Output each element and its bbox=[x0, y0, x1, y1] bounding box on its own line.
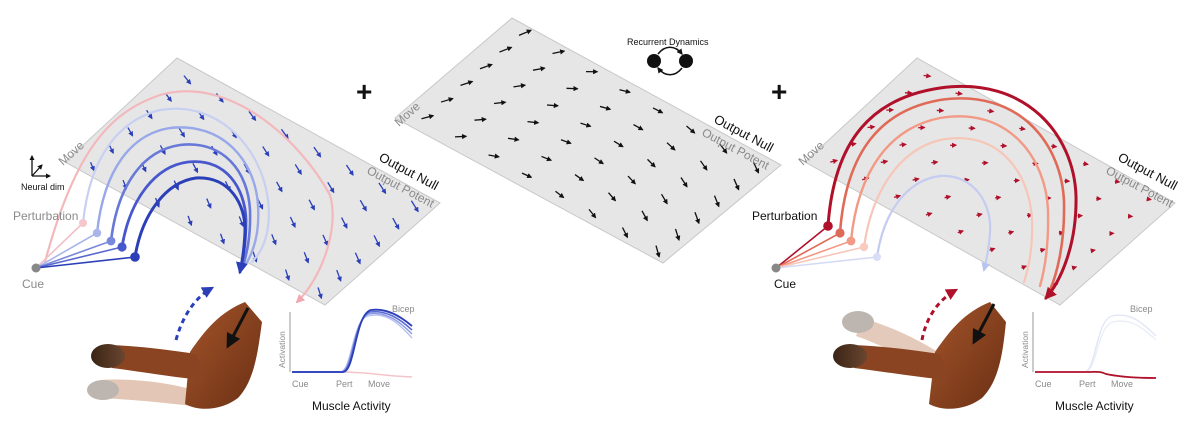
left-paw bbox=[91, 344, 125, 368]
plus-operator-1: + bbox=[356, 76, 372, 107]
right-pert-dot bbox=[823, 221, 833, 231]
left-plot-ylabel: Activation bbox=[277, 331, 287, 368]
right-pert-dot bbox=[873, 253, 881, 261]
left-plot-trace-2 bbox=[292, 313, 412, 372]
right-field-arrow bbox=[1083, 164, 1088, 165]
right-field-arrow bbox=[987, 111, 993, 112]
left-plot-tick-cue: Cue bbox=[292, 379, 309, 389]
right-forearm bbox=[852, 345, 950, 380]
right-plot-ylabel: Activation bbox=[1020, 331, 1030, 368]
left-plot-muscle-label: Bicep bbox=[392, 304, 415, 314]
left-pert-dot bbox=[107, 237, 116, 246]
right-plot-tick-move: Move bbox=[1111, 379, 1133, 389]
right-field-arrow bbox=[931, 162, 937, 163]
left-perturbation-label: Perturbation bbox=[13, 209, 78, 223]
right-panel: Move Output Null Output Potent Perturbat… bbox=[752, 58, 1180, 413]
left-plot-tick-move: Move bbox=[368, 379, 390, 389]
right-cue-dot bbox=[772, 264, 781, 273]
recurrent-dynamics-title: Recurrent Dynamics bbox=[627, 37, 709, 47]
right-cue-label: Cue bbox=[774, 277, 796, 291]
right-field-arrow bbox=[1019, 128, 1025, 129]
left-pert-dot bbox=[130, 252, 140, 262]
left-pert-dot bbox=[93, 229, 101, 237]
right-perturbation-label: Perturbation bbox=[752, 209, 817, 223]
right-field-arrow bbox=[1091, 250, 1095, 251]
left-muscle-plot: Activation Bicep Cue Pert Move Muscle Ac… bbox=[277, 304, 415, 413]
right-plot-faint-trace bbox=[1035, 321, 1156, 372]
left-plot-faint-trace bbox=[345, 372, 412, 377]
right-upper-arm bbox=[929, 302, 1006, 409]
right-pert-dot bbox=[860, 243, 868, 251]
center-field-arrow bbox=[547, 105, 558, 106]
left-pert-dot bbox=[117, 242, 126, 251]
right-field-arrow bbox=[924, 75, 931, 76]
plus-operator-2: + bbox=[771, 76, 787, 107]
neural-dim-axes-icon bbox=[32, 156, 50, 176]
left-plot-title: Muscle Activity bbox=[312, 399, 391, 413]
left-plot-tick-pert: Pert bbox=[336, 379, 353, 389]
right-paw-faded bbox=[842, 311, 874, 333]
recurrent-dynamics-icon bbox=[647, 47, 693, 75]
right-field-arrow bbox=[995, 197, 1000, 198]
right-pert-dot bbox=[847, 237, 856, 246]
left-cue-dot bbox=[32, 264, 41, 273]
right-field-arrow bbox=[899, 144, 905, 145]
center-field-arrow bbox=[455, 136, 466, 137]
right-plot-title: Muscle Activity bbox=[1055, 399, 1134, 413]
right-muscle-plot: Activation Bicep Cue Pert Move Muscle Ac… bbox=[1020, 304, 1156, 413]
left-panel: Move Output Null Output Potent Neural di… bbox=[13, 58, 441, 413]
right-field-arrow bbox=[868, 127, 875, 128]
neural-dim-label: Neural dim bbox=[21, 182, 65, 192]
left-plot-trace-1 bbox=[292, 315, 412, 372]
right-plot-faint-trace bbox=[1035, 315, 1156, 372]
left-arm-illustration bbox=[87, 302, 262, 409]
right-field-arrow bbox=[1051, 146, 1056, 147]
center-panel: Move Output Null Output Potent Recurrent… bbox=[392, 18, 781, 263]
right-pert-dot bbox=[835, 228, 844, 237]
right-plot-muscle-label: Bicep bbox=[1130, 304, 1153, 314]
left-cue-label: Cue bbox=[22, 277, 44, 291]
right-field-arrow bbox=[955, 93, 961, 94]
left-pert-dot bbox=[79, 219, 87, 227]
left-upper-arm bbox=[185, 302, 262, 409]
left-paw-faded bbox=[87, 380, 119, 400]
right-plot-tick-pert: Pert bbox=[1079, 379, 1096, 389]
right-arm-illustration bbox=[833, 302, 1006, 409]
right-plot-trace bbox=[1035, 372, 1156, 378]
right-paw bbox=[833, 344, 867, 368]
right-plot-tick-cue: Cue bbox=[1035, 379, 1052, 389]
